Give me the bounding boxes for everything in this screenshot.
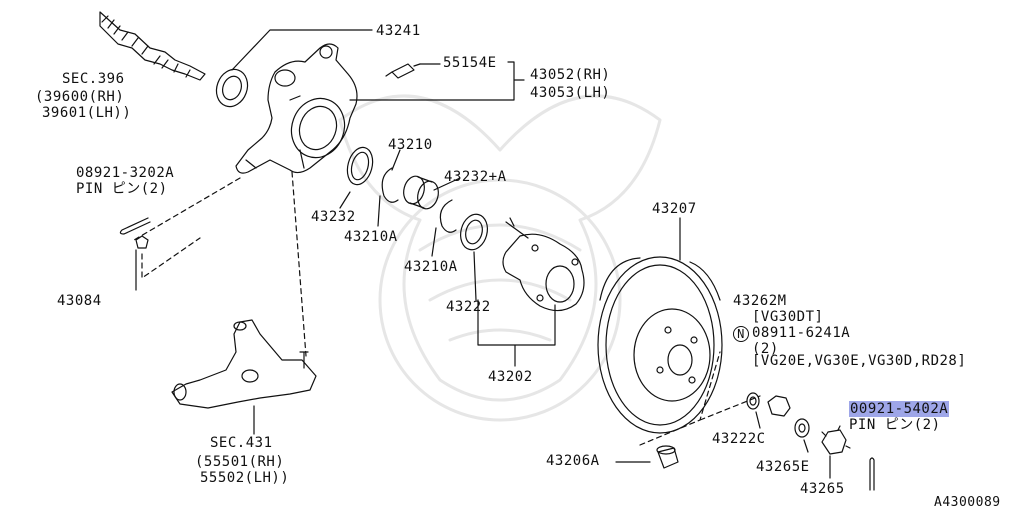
sensor-55154e bbox=[385, 63, 421, 79]
dust-cap-43206a bbox=[656, 445, 679, 469]
part-label-43222[interactable]: 43222 bbox=[446, 299, 491, 315]
part-label-55501[interactable]: (55501(RH) bbox=[195, 454, 285, 470]
lower-arm bbox=[171, 319, 317, 409]
cotter-pin-left bbox=[119, 217, 151, 235]
part-label-43241[interactable]: 43241 bbox=[376, 23, 421, 39]
section-label-431[interactable]: SEC.431 bbox=[210, 435, 273, 451]
part-label-43207[interactable]: 43207 bbox=[652, 201, 697, 217]
dashed-lines bbox=[133, 171, 761, 446]
part-label-43202[interactable]: 43202 bbox=[488, 369, 533, 385]
part-label-43210a-2[interactable]: 43210A bbox=[404, 259, 458, 275]
part-label-43232[interactable]: 43232 bbox=[311, 209, 356, 225]
drive-shaft bbox=[99, 11, 206, 81]
part-label-39601[interactable]: 39601(LH)) bbox=[42, 105, 132, 121]
variant-engines: [VG20E,VG30E,VG30D,RD28] bbox=[752, 353, 967, 369]
castle-nut-43265 bbox=[821, 425, 851, 455]
washer-43265e bbox=[794, 418, 810, 438]
part-label-43262m[interactable]: 43262M bbox=[733, 293, 787, 309]
part-label-43053[interactable]: 43053(LH) bbox=[530, 85, 611, 101]
brake-disc-43207 bbox=[597, 256, 723, 434]
steering-knuckle bbox=[235, 43, 358, 174]
part-label-43206a[interactable]: 43206A bbox=[546, 453, 600, 469]
snap-ring-43210a-2 bbox=[439, 199, 457, 233]
seal-43241 bbox=[215, 68, 249, 108]
part-label-43084[interactable]: 43084 bbox=[57, 293, 102, 309]
part-label-43222c[interactable]: 43222C bbox=[712, 431, 766, 447]
nut-43262m bbox=[767, 395, 791, 417]
section-label-396[interactable]: SEC.396 bbox=[62, 71, 125, 87]
part-label-00921[interactable]: 00921-5402A bbox=[849, 401, 950, 417]
part-desc-00921: PIN ピン(2) bbox=[849, 417, 941, 433]
part-label-08921[interactable]: 08921-3202A bbox=[76, 165, 175, 181]
watermark-crest bbox=[338, 94, 662, 422]
bearing-43210 bbox=[403, 175, 439, 210]
part-label-55502[interactable]: 55502(LH)) bbox=[200, 470, 290, 486]
part-label-39600[interactable]: (39600(RH) bbox=[35, 89, 125, 105]
part-label-43265e[interactable]: 43265E bbox=[756, 459, 810, 475]
variant-vg30dt: [VG30DT] bbox=[752, 309, 824, 325]
part-label-43232a[interactable]: 43232+A bbox=[444, 169, 507, 185]
cotter-pin bbox=[869, 457, 875, 491]
leader-lines bbox=[135, 29, 831, 479]
diagram-reference-code: A4300089 bbox=[934, 495, 1001, 510]
part-label-55154e[interactable]: 55154E bbox=[443, 55, 497, 71]
part-label-43210[interactable]: 43210 bbox=[388, 137, 433, 153]
seal-43232a bbox=[460, 213, 488, 251]
part-label-43210a-1[interactable]: 43210A bbox=[344, 229, 398, 245]
n-mark-icon: N bbox=[733, 326, 749, 342]
part-desc-08921: PIN ピン(2) bbox=[76, 181, 168, 197]
highlighted-part-number[interactable]: 00921-5402A bbox=[849, 401, 950, 417]
part-label-43265[interactable]: 43265 bbox=[800, 481, 845, 497]
part-label-43052[interactable]: 43052(RH) bbox=[530, 67, 611, 83]
hub-43202 bbox=[502, 233, 585, 312]
nut-43084 bbox=[135, 235, 149, 249]
quantity-label: (2) bbox=[752, 341, 779, 357]
washer-43222c bbox=[746, 392, 760, 410]
snap-ring-43232 bbox=[346, 146, 374, 186]
snap-ring-43210a bbox=[381, 167, 399, 203]
part-label-08911[interactable]: 08911-6241A bbox=[752, 325, 851, 341]
